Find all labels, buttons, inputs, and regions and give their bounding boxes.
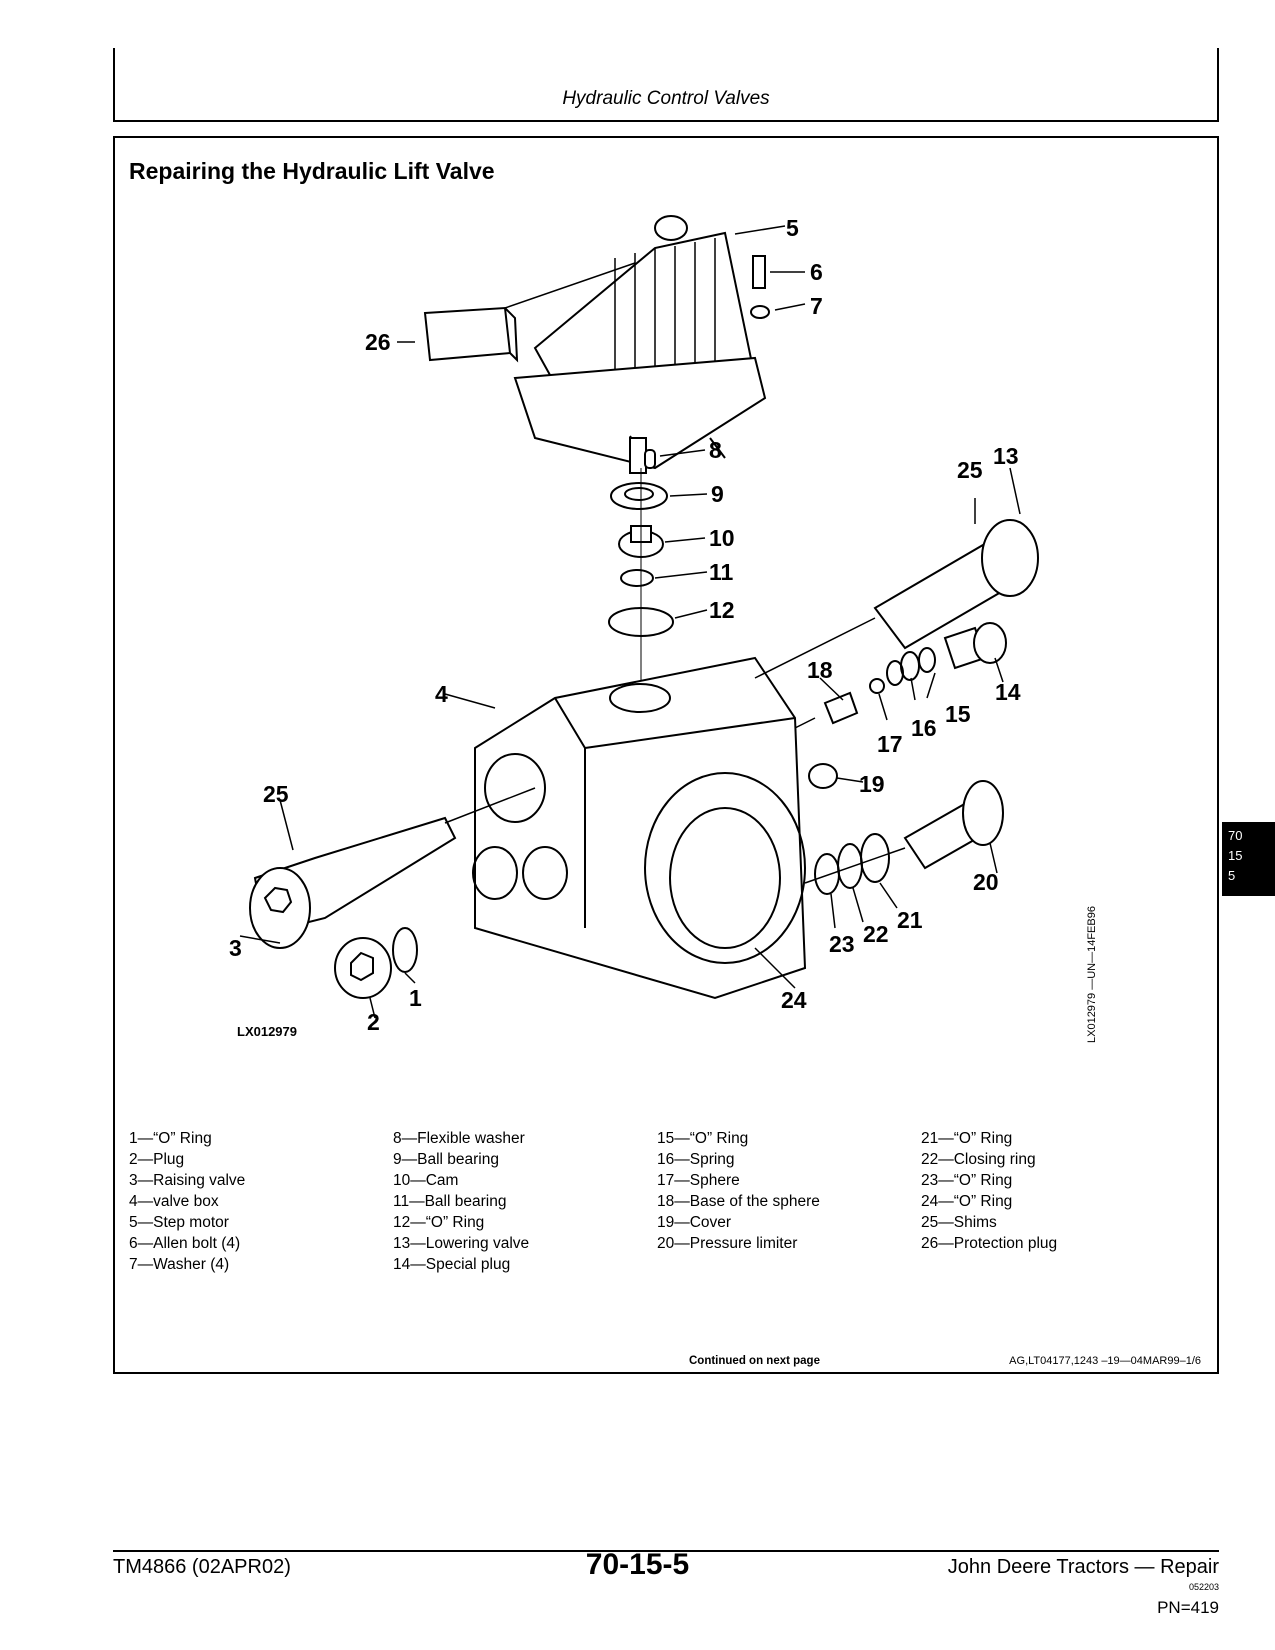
legend-item: 7—Washer (4)	[129, 1256, 230, 1273]
callout-1: 1	[409, 985, 422, 1011]
callout-13: 13	[993, 443, 1019, 469]
legend-item: 14—Special plug	[393, 1256, 511, 1273]
callout-20: 20	[973, 869, 999, 895]
legend-item: 26—Protection plug	[921, 1235, 1058, 1252]
callout-22: 22	[863, 921, 889, 947]
legend-column-1: 1—“O” Ring 2—Plug 3—Raising valve 4—valv…	[129, 1128, 245, 1275]
legend-item: 13—Lowering valve	[393, 1235, 530, 1252]
figure-side-id: LX012979 —UN—14FEB96	[1086, 906, 1098, 1043]
callout-26: 26	[365, 329, 391, 355]
footer-pn: PN=419	[1157, 1598, 1219, 1617]
legend-item: 15—“O” Ring	[657, 1130, 749, 1147]
callout-16: 16	[911, 715, 937, 741]
callout-4: 4	[435, 681, 448, 707]
legend-item: 16—Spring	[657, 1151, 735, 1168]
legend-item: 8—Flexible washer	[393, 1130, 525, 1147]
legend-column-2: 8—Flexible washer 9—Ball bearing 10—Cam …	[393, 1128, 529, 1275]
legend-column-4: 21—“O” Ring 22—Closing ring 23—“O” Ring …	[921, 1128, 1057, 1254]
callout-25-upper: 25	[957, 457, 983, 483]
legend-item: 20—Pressure limiter	[657, 1235, 798, 1252]
tab-line: 15	[1228, 848, 1243, 863]
footer-page-number: 70-15-5	[585, 1548, 690, 1581]
header-title: Hydraulic Control Valves	[562, 88, 770, 109]
callout-8: 8	[709, 437, 722, 463]
tab-line: 5	[1228, 868, 1236, 883]
callout-24: 24	[781, 987, 807, 1013]
callout-21: 21	[897, 907, 923, 933]
legend-item: 24—“O” Ring	[921, 1193, 1013, 1210]
legend-item: 17—Sphere	[657, 1172, 740, 1189]
callout-3: 3	[229, 935, 242, 961]
legend-item: 2—Plug	[129, 1151, 185, 1168]
tab-line: 70	[1228, 828, 1243, 843]
legend-column-3: 15—“O” Ring 16—Spring 17—Sphere 18—Base …	[657, 1128, 820, 1254]
legend-item: 22—Closing ring	[921, 1151, 1036, 1168]
section-title: Repairing the Hydraulic Lift Valve	[129, 158, 495, 184]
callout-7: 7	[810, 293, 823, 319]
legend-item: 12—“O” Ring	[393, 1214, 485, 1231]
legend-item: 23—“O” Ring	[921, 1172, 1013, 1189]
legend-item: 25—Shims	[921, 1214, 997, 1231]
footer-rule	[113, 1550, 1219, 1552]
legend-item: 3—Raising valve	[129, 1172, 246, 1189]
header-box: Hydraulic Control Valves	[113, 48, 1219, 122]
content-box: Repairing the Hydraulic Lift Valve	[113, 136, 1219, 1374]
callout-17: 17	[877, 731, 903, 757]
footer-date-code: 052203	[1188, 1582, 1219, 1592]
legend-item: 19—Cover	[657, 1214, 732, 1231]
callout-6: 6	[810, 259, 823, 285]
callout-18: 18	[807, 657, 833, 683]
legend-item: 4—valve box	[129, 1193, 219, 1210]
legend-item: 10—Cam	[393, 1172, 459, 1189]
legend-item: 11—Ball bearing	[393, 1193, 507, 1210]
callout-15: 15	[945, 701, 971, 727]
callout-11: 11	[709, 559, 734, 585]
legend-item: 6—Allen bolt (4)	[129, 1235, 241, 1252]
legend-item: 21—“O” Ring	[921, 1130, 1013, 1147]
legend-item: 9—Ball bearing	[393, 1151, 499, 1168]
callout-14: 14	[995, 679, 1021, 705]
figure-id: LX012979	[237, 1024, 297, 1039]
callout-12: 12	[709, 597, 735, 623]
callout-10: 10	[709, 525, 735, 551]
callout-25-lower: 25	[263, 781, 289, 807]
document-reference: AG,LT04177,1243 –19—04MAR99–1/6	[1009, 1355, 1201, 1367]
legend-item: 5—Step motor	[129, 1214, 229, 1231]
footer-title: John Deere Tractors — Repair	[947, 1556, 1219, 1578]
continued-note: Continued on next page	[689, 1355, 820, 1367]
callout-5: 5	[786, 215, 799, 241]
section-tab: 70 15 5	[1222, 822, 1275, 896]
legend-item: 18—Base of the sphere	[657, 1193, 820, 1210]
footer-manual-id: TM4866 (02APR02)	[113, 1556, 291, 1578]
callout-19: 19	[859, 771, 885, 797]
callout-2: 2	[367, 1009, 380, 1035]
callout-23: 23	[829, 931, 855, 957]
legend-item: 1—“O” Ring	[129, 1130, 212, 1147]
exploded-valve-diagram: 5 6 7 26 8 9 10 11 12 25 13 14 15 16 17 …	[229, 215, 1098, 1043]
callout-9: 9	[711, 481, 724, 507]
